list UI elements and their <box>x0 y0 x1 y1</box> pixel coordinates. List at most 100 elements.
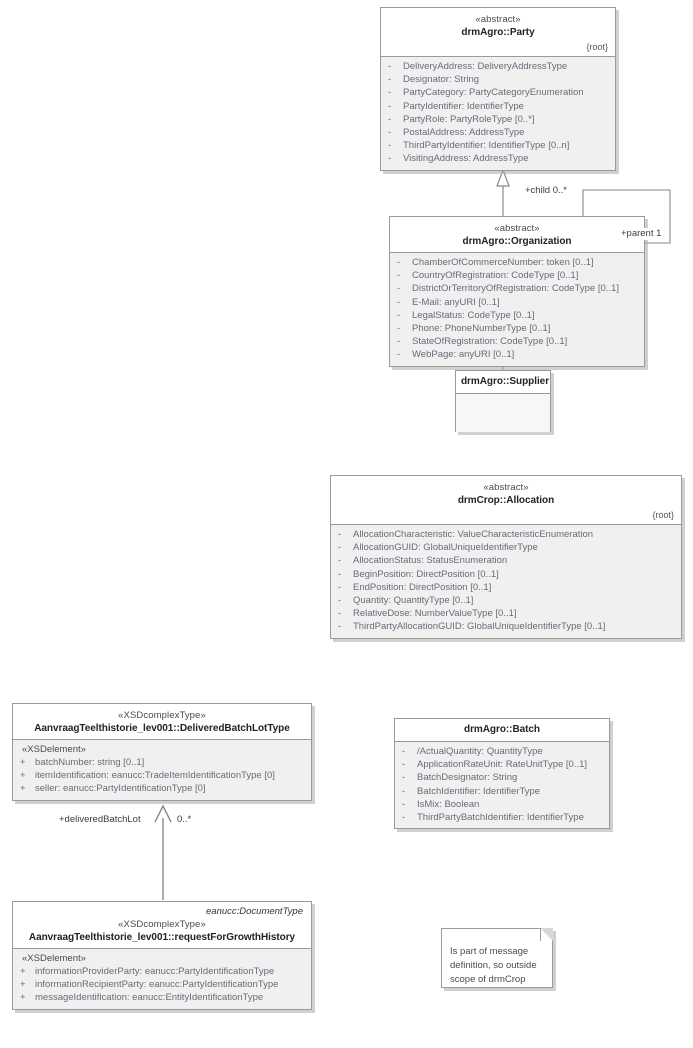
attribute-signature: messageIdentification: eanucc:EntityIden… <box>35 992 264 1004</box>
attribute-row: -IsMix: Boolean <box>399 798 605 811</box>
class-divider-delivered-batch-lot-type <box>13 739 311 740</box>
attribute-signature: PostalAddress: AddressType <box>403 127 525 139</box>
class-attributes-delivered-batch-lot-type: «XSDelement» +batchNumber: string [0..1]… <box>13 740 311 800</box>
class-name-batch: drmAgro::Batch <box>464 724 540 735</box>
class-name-supplier: drmAgro::Supplier <box>461 376 550 387</box>
class-name-delivered-batch-lot-type: AanvraagTeelthistorie_lev001::DeliveredB… <box>34 723 290 734</box>
attribute-row: -AllocationCharacteristic: ValueCharacte… <box>335 528 677 541</box>
class-divider-request-for-growth-history <box>13 948 311 949</box>
attribute-visibility: - <box>402 785 406 797</box>
class-box-batch[interactable]: drmAgro::Batch -/ActualQuantity: Quantit… <box>394 718 610 830</box>
class-divider-supplier <box>456 393 550 394</box>
attribute-row: -BeginPosition: DirectPosition [0..1] <box>335 568 677 581</box>
attribute-visibility: - <box>388 153 392 165</box>
attribute-visibility: - <box>388 127 392 139</box>
attribute-visibility: - <box>397 309 401 321</box>
attribute-signature: Quantity: QuantityType [0..1] <box>353 595 474 607</box>
attribute-visibility: - <box>338 595 342 607</box>
class-header-request-for-growth-history: eanucc:DocumentType «XSDcomplexType» Aan… <box>13 902 311 948</box>
attribute-row: -LegalStatus: CodeType [0..1] <box>394 309 640 322</box>
attribute-visibility: + <box>20 783 26 795</box>
class-name-organization: drmAgro::Organization <box>462 236 572 247</box>
attribute-visibility: - <box>338 542 342 554</box>
attribute-row: -Designator: String <box>385 73 611 86</box>
attribute-visibility: - <box>397 336 401 348</box>
attribute-signature: PartyIdentifier: IdentifierType <box>403 100 524 112</box>
attribute-signature: CountryOfRegistration: CodeType [0..1] <box>412 270 579 282</box>
edge-label-delivered-batch-lot: +deliveredBatchLot <box>58 814 142 826</box>
attribute-visibility: - <box>338 621 342 633</box>
class-header-batch: drmAgro::Batch <box>395 719 609 741</box>
class-name-party: drmAgro::Party <box>461 27 535 38</box>
attribute-row: -Phone: PhoneNumberType [0..1] <box>394 322 640 335</box>
attribute-row: -/ActualQuantity: QuantityType <box>399 745 605 758</box>
attribute-visibility: - <box>338 529 342 540</box>
attribute-signature: PartyCategory: PartyCategoryEnumeration <box>403 87 584 99</box>
attribute-row: -ChamberOfCommerceNumber: token [0..1] <box>394 256 640 269</box>
class-root-tag-allocation: {root} <box>652 510 674 520</box>
attribute-row: -BatchIdentifier: IdentifierType <box>399 785 605 798</box>
attribute-signature: Designator: String <box>403 74 480 86</box>
class-stereotype-allocation: «abstract» <box>483 482 529 493</box>
class-attributes-organization: -ChamberOfCommerceNumber: token [0..1] -… <box>390 253 644 366</box>
attribute-visibility: - <box>397 349 401 361</box>
attribute-row: -PostalAddress: AddressType <box>385 126 611 139</box>
attribute-signature: ChamberOfCommerceNumber: token [0..1] <box>412 257 594 268</box>
attribute-row: -RelativeDose: NumberValueType [0..1] <box>335 607 677 620</box>
attribute-signature: VisitingAddress: AddressType <box>403 153 529 165</box>
attribute-signature: ThirdPartyIdentifier: IdentifierType [0.… <box>403 140 570 152</box>
class-box-supplier[interactable]: drmAgro::Supplier <box>455 370 551 432</box>
attribute-visibility: + <box>20 992 26 1004</box>
attribute-row: -ThirdPartyBatchIdentifier: IdentifierTy… <box>399 811 605 824</box>
attribute-signature: informationRecipientParty: eanucc:PartyI… <box>35 979 279 991</box>
class-box-delivered-batch-lot-type[interactable]: «XSDcomplexType» AanvraagTeelthistorie_l… <box>12 703 312 801</box>
attribute-visibility: + <box>20 757 26 768</box>
generalization-organization-party-arrowhead <box>496 168 510 187</box>
attribute-row: -BatchDesignator: String <box>399 771 605 784</box>
attribute-signature: AllocationCharacteristic: ValueCharacter… <box>353 529 594 540</box>
class-box-organization[interactable]: «abstract» drmAgro::Organization -Chambe… <box>389 216 645 367</box>
association-deliveredbatchlot-arrowhead <box>154 804 172 823</box>
attribute-visibility: + <box>20 979 26 991</box>
attribute-signature: StateOfRegistration: CodeType [0..1] <box>412 336 568 348</box>
class-attributes-party: -DeliveryAddress: DeliveryAddressType -D… <box>381 57 615 170</box>
attribute-visibility: + <box>20 770 26 782</box>
attribute-row: + messageIdentification: eanucc:EntityIde… <box>17 991 307 1004</box>
attribute-row: -PartyCategory: PartyCategoryEnumeration <box>385 86 611 99</box>
class-box-request-for-growth-history[interactable]: eanucc:DocumentType «XSDcomplexType» Aan… <box>12 901 312 1010</box>
attribute-signature: WebPage: anyURI [0..1] <box>412 349 515 361</box>
attribute-visibility: - <box>338 568 342 580</box>
attribute-row: -AllocationGUID: GlobalUniqueIdentifierT… <box>335 541 677 554</box>
class-name-allocation: drmCrop::Allocation <box>457 495 555 506</box>
attribute-signature: LegalStatus: CodeType [0..1] <box>412 309 535 321</box>
attribute-signature: RelativeDose: NumberValueType [0..1] <box>353 608 517 620</box>
attribute-visibility: - <box>402 746 406 757</box>
attribute-signature: IsMix: Boolean <box>417 798 480 810</box>
attribute-row: -StateOfRegistration: CodeType [0..1] <box>394 335 640 348</box>
attribute-visibility: - <box>402 772 406 784</box>
class-header-supplier: drmAgro::Supplier <box>456 371 550 393</box>
class-stereotype-delivered-batch-lot-type: «XSDcomplexType» <box>118 710 206 721</box>
element-stereotype-label: «XSDelement» <box>22 744 86 755</box>
class-box-allocation[interactable]: «abstract» drmCrop::Allocation {root} -A… <box>330 475 682 639</box>
note-fold-edge-icon <box>540 928 553 941</box>
class-box-party[interactable]: «abstract» drmAgro::Party {root} -Delive… <box>380 7 616 171</box>
edge-label-delivered-batch-lot-multiplicity: 0..* <box>176 814 193 826</box>
class-header-allocation: «abstract» drmCrop::Allocation {root} <box>331 476 681 524</box>
attribute-row: -PartyIdentifier: IdentifierType <box>385 100 611 113</box>
attribute-visibility: - <box>402 759 406 771</box>
class-divider-party <box>381 56 615 57</box>
attribute-row: +itemIdentification: eanucc:TradeItemIde… <box>17 769 307 782</box>
attribute-signature: AllocationStatus: StatusEnumeration <box>353 555 508 567</box>
class-header-delivered-batch-lot-type: «XSDcomplexType» AanvraagTeelthistorie_l… <box>13 704 311 739</box>
note-box[interactable]: Is part of message definition, so outsid… <box>441 928 553 988</box>
attribute-row: -AllocationStatus: StatusEnumeration <box>335 554 677 567</box>
attribute-row: -VisitingAddress: AddressType <box>385 152 611 165</box>
class-root-tag-party: {root} <box>586 42 608 52</box>
attribute-row: -DistrictOrTerritoryOfRegistration: Code… <box>394 282 640 295</box>
class-doctype-request-for-growth-history: eanucc:DocumentType <box>206 906 303 917</box>
attribute-row: +informationProviderParty: eanucc:PartyI… <box>17 965 307 978</box>
attribute-signature: seller: eanucc:PartyIdentificationType [… <box>35 783 206 795</box>
attribute-row: +batchNumber: string [0..1] <box>17 756 307 769</box>
attribute-signature: DeliveryAddress: DeliveryAddressType <box>403 61 568 72</box>
